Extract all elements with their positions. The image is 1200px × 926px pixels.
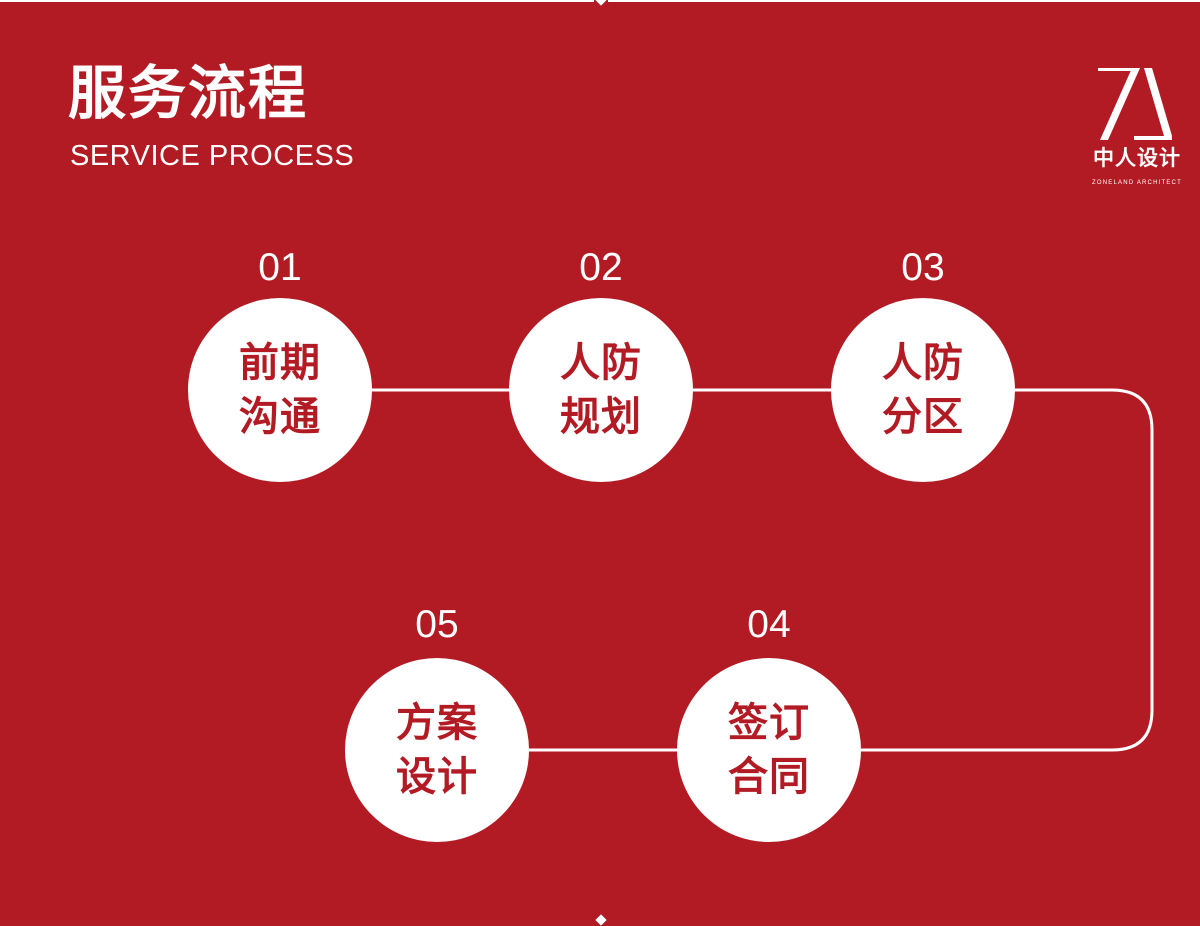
step-circle: 签订 合同 [677,658,861,842]
step-label-line2: 沟通 [239,394,321,440]
logo-name-cn: 中人设计 [1093,146,1181,170]
zl-logo-mark-icon [1098,68,1172,140]
step-label-line2: 分区 [882,394,964,440]
step-label-line1: 人防 [560,340,642,386]
step-number: 05 [415,603,459,646]
step-number: 03 [901,246,945,289]
logo-name-en: ZONELAND ARCHITECT [1092,180,1182,186]
step-label-line1: 人防 [882,340,964,386]
step-circle: 前期 沟通 [188,298,372,482]
brand-logo: 中人设计 ZONELAND ARCHITECT [1090,66,1184,192]
page-title: 服务流程 [68,59,309,127]
step-label-line1: 方案 [396,700,478,746]
step-label-line1: 签订 [728,700,810,746]
step-circle: 人防 分区 [831,298,1015,482]
step-number: 02 [579,246,623,289]
step-circle: 人防 规划 [509,298,693,482]
step-number: 04 [747,603,791,646]
step-circle: 方案 设计 [345,658,529,842]
step-label-line2: 设计 [396,754,478,800]
step-label-line2: 规划 [560,394,642,440]
step-number: 01 [258,246,302,289]
top-divider-right [608,0,1200,2]
step-label-line1: 前期 [239,340,321,386]
step-label-line2: 合同 [728,754,810,800]
page-subtitle: SERVICE PROCESS [70,140,355,172]
top-divider-left [0,0,594,2]
connector-path [280,388,1154,752]
